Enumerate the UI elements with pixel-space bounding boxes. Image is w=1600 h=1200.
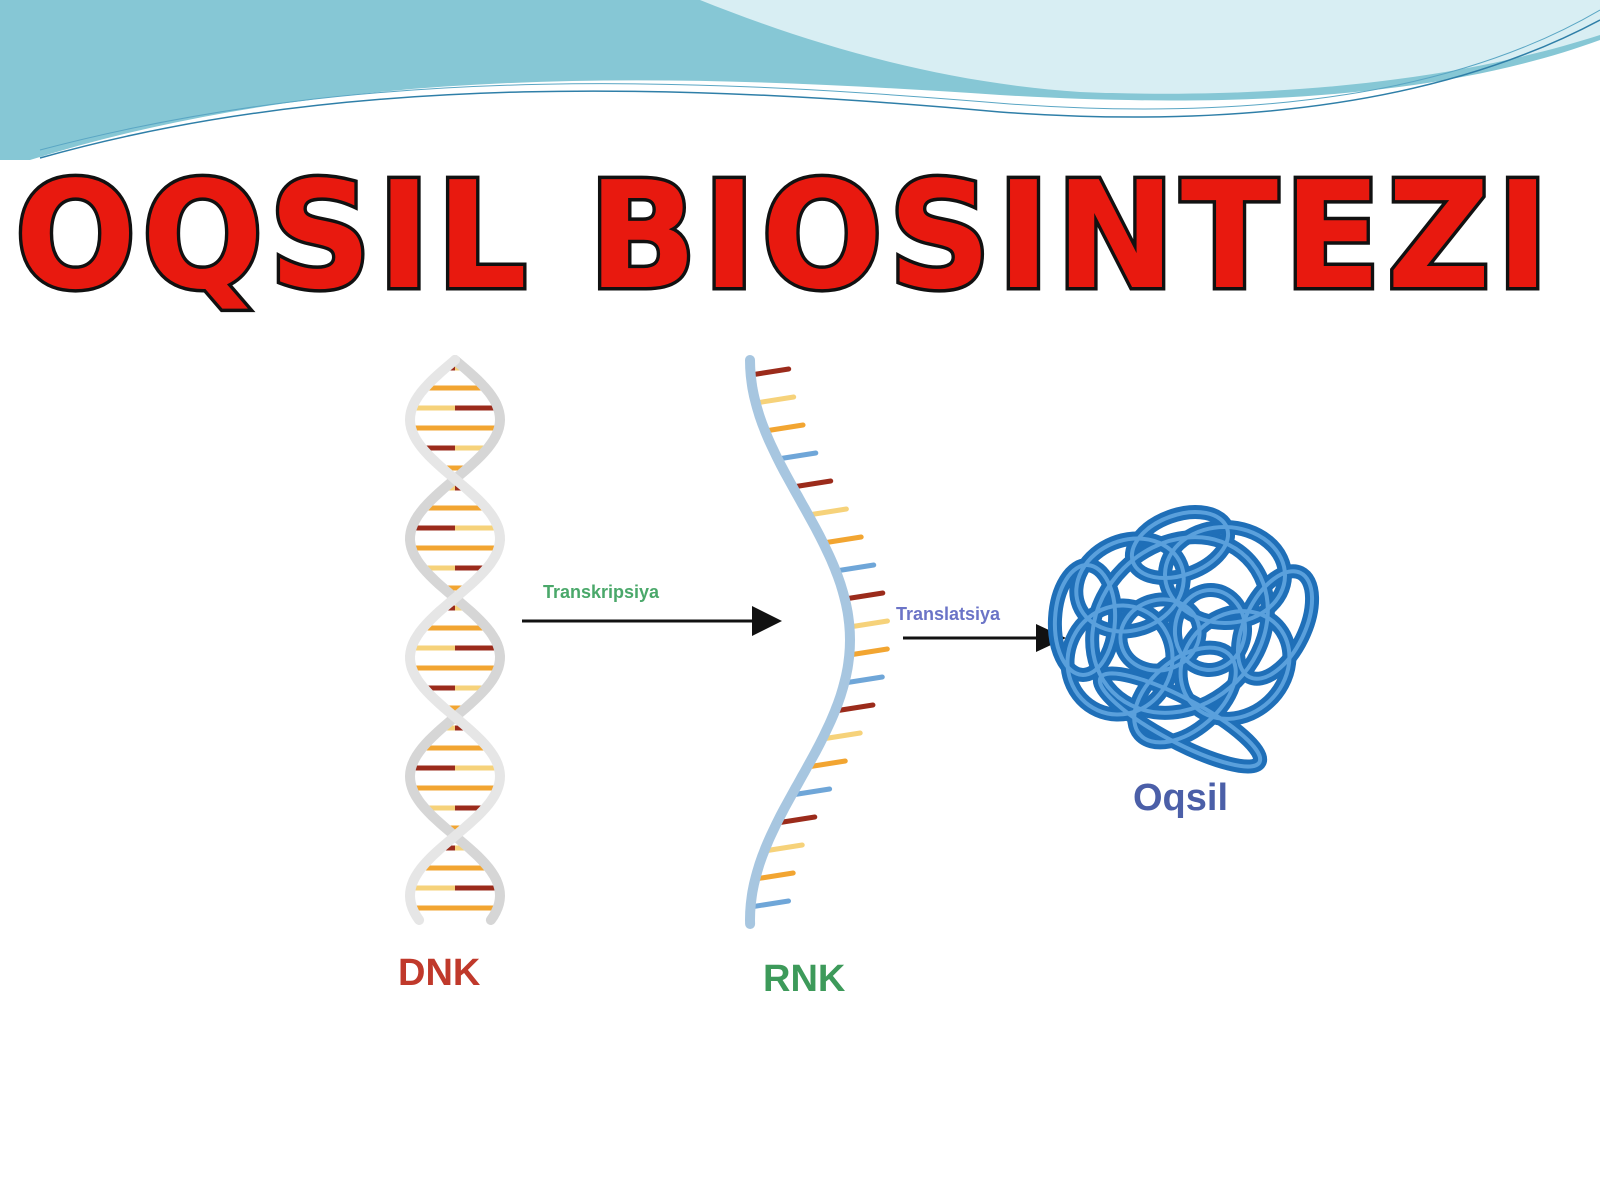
rna-base [820,534,864,546]
rna-backbone [744,355,856,929]
rna-base [775,450,819,462]
rna-base [761,842,805,854]
wave-line-2 [39,9,1600,151]
rna-base [833,562,877,574]
dna-backbone-strand-1 [404,355,506,925]
wave-header [0,0,1600,160]
protein-label: Oqsil [1133,777,1229,819]
transcription-label: Transkripsiya [543,582,660,602]
protein-coil-highlight [1129,510,1231,580]
protein-coil-highlight [1074,536,1186,634]
rna-base [842,590,886,602]
transcription-arrow [522,606,782,636]
wave-line-1 [39,19,1600,159]
rna-base [752,870,796,882]
rna-base [789,786,833,798]
dna-double-helix [404,355,506,925]
rna-base [748,898,792,910]
rna-strand [744,355,890,929]
translation-label: Translatsiya [896,604,1001,624]
rna-base [790,478,834,490]
translation-arrow [903,624,1066,652]
rna-base [748,366,792,378]
protein-coil-highlight [1097,671,1263,769]
rna-base [832,702,876,714]
rna-base [762,422,806,434]
rna-base [805,506,849,518]
protein-coil-highlight [1172,588,1248,672]
rna-label: RNK [763,958,846,1000]
rna-base [819,730,863,742]
rna-base [753,394,797,406]
protein-coil-highlight [1065,603,1175,717]
title-text: OQSIL BIOSINTEZI [15,165,1555,315]
protein-globule [1047,505,1320,774]
protein-coil-highlight [1235,569,1315,681]
protein-synthesis-diagram [404,355,1320,929]
rna-base [774,814,818,826]
dna-label: DNK [398,952,481,994]
rna-base [846,618,890,630]
wave-light-band [700,0,1600,94]
protein-coil-highlight [1118,597,1202,673]
rna-base [841,674,885,686]
rna-base [846,646,890,658]
protein-coil-highlight [1052,563,1118,677]
slide-title: OQSIL BIOSINTEZI [12,165,1555,315]
dna-backbone-strand-2 [404,355,506,925]
rna-base [804,758,848,770]
